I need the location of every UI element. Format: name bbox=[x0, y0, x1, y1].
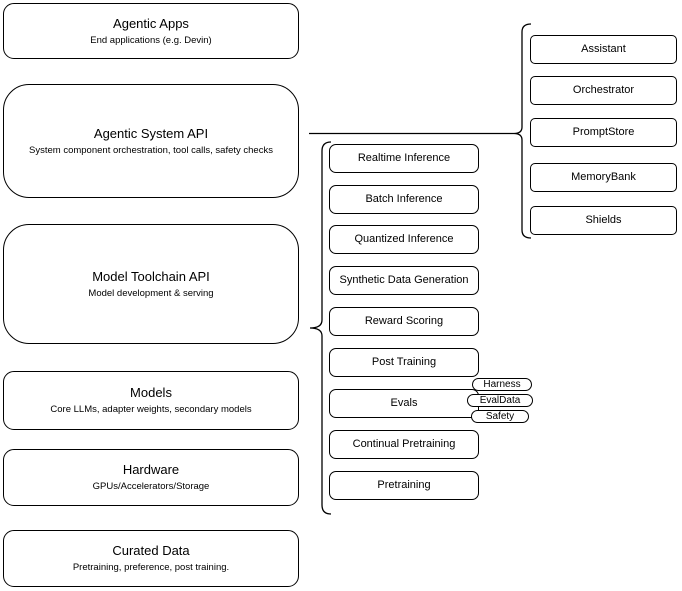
node-subtitle: Pretraining, preference, post training. bbox=[72, 562, 230, 573]
middle-group-brace bbox=[309, 141, 332, 515]
node-title: Curated Data bbox=[112, 543, 190, 558]
node-curated-data: Curated Data Pretraining, preference, po… bbox=[3, 530, 299, 587]
node-label: Reward Scoring bbox=[364, 315, 444, 327]
node-quantized-inference: Quantized Inference bbox=[329, 225, 479, 254]
node-model-toolchain-api: Model Toolchain API Model development & … bbox=[3, 224, 299, 344]
node-post-training: Post Training bbox=[329, 348, 479, 377]
node-label: Orchestrator bbox=[572, 84, 635, 96]
node-promptstore: PromptStore bbox=[530, 118, 677, 147]
node-label: Realtime Inference bbox=[357, 152, 451, 164]
badge-safety: Safety bbox=[471, 410, 529, 423]
node-shields: Shields bbox=[530, 206, 677, 235]
node-agentic-system-api: Agentic System API System component orch… bbox=[3, 84, 299, 198]
node-subtitle: System component orchestration, tool cal… bbox=[29, 144, 273, 156]
node-assistant: Assistant bbox=[530, 35, 677, 64]
node-pretraining: Pretraining bbox=[329, 471, 479, 500]
badge-evaldata: EvalData bbox=[467, 394, 533, 407]
node-subtitle: Core LLMs, adapter weights, secondary mo… bbox=[50, 404, 252, 415]
node-label: Batch Inference bbox=[365, 193, 443, 205]
node-label: Continual Pretraining bbox=[352, 438, 456, 450]
node-agentic-apps: Agentic Apps End applications (e.g. Devi… bbox=[3, 3, 299, 59]
node-synthetic-data-generation: Synthetic Data Generation bbox=[329, 266, 479, 295]
node-models: Models Core LLMs, adapter weights, secon… bbox=[3, 371, 299, 430]
node-orchestrator: Orchestrator bbox=[530, 76, 677, 105]
node-label: Assistant bbox=[581, 43, 626, 55]
node-label: PromptStore bbox=[572, 126, 635, 138]
node-label: Pretraining bbox=[377, 479, 431, 491]
right-group-brace bbox=[513, 23, 532, 239]
node-label: Post Training bbox=[371, 356, 437, 368]
node-reward-scoring: Reward Scoring bbox=[329, 307, 479, 336]
node-subtitle: GPUs/Accelerators/Storage bbox=[92, 481, 210, 492]
node-title: Model Toolchain API bbox=[92, 268, 210, 284]
node-label: Synthetic Data Generation bbox=[339, 274, 469, 286]
badge-label: Safety bbox=[485, 411, 515, 422]
badge-harness: Harness bbox=[472, 378, 532, 391]
badge-label: EvalData bbox=[479, 395, 521, 406]
node-evals: Evals bbox=[329, 389, 479, 418]
node-title: Models bbox=[130, 385, 172, 400]
node-batch-inference: Batch Inference bbox=[329, 185, 479, 214]
node-hardware: Hardware GPUs/Accelerators/Storage bbox=[3, 449, 299, 506]
node-title: Agentic Apps bbox=[113, 15, 189, 31]
badge-label: Harness bbox=[483, 379, 521, 390]
node-subtitle: Model development & serving bbox=[88, 287, 214, 299]
node-title: Agentic System API bbox=[93, 125, 209, 141]
node-subtitle: End applications (e.g. Devin) bbox=[90, 34, 212, 46]
node-title: Hardware bbox=[122, 462, 180, 477]
node-label: Evals bbox=[390, 397, 418, 409]
node-label: Quantized Inference bbox=[354, 233, 454, 245]
node-label: Shields bbox=[585, 214, 622, 226]
node-label: MemoryBank bbox=[571, 171, 636, 183]
node-realtime-inference: Realtime Inference bbox=[329, 144, 479, 173]
node-memorybank: MemoryBank bbox=[530, 163, 677, 192]
node-continual-pretraining: Continual Pretraining bbox=[329, 430, 479, 459]
